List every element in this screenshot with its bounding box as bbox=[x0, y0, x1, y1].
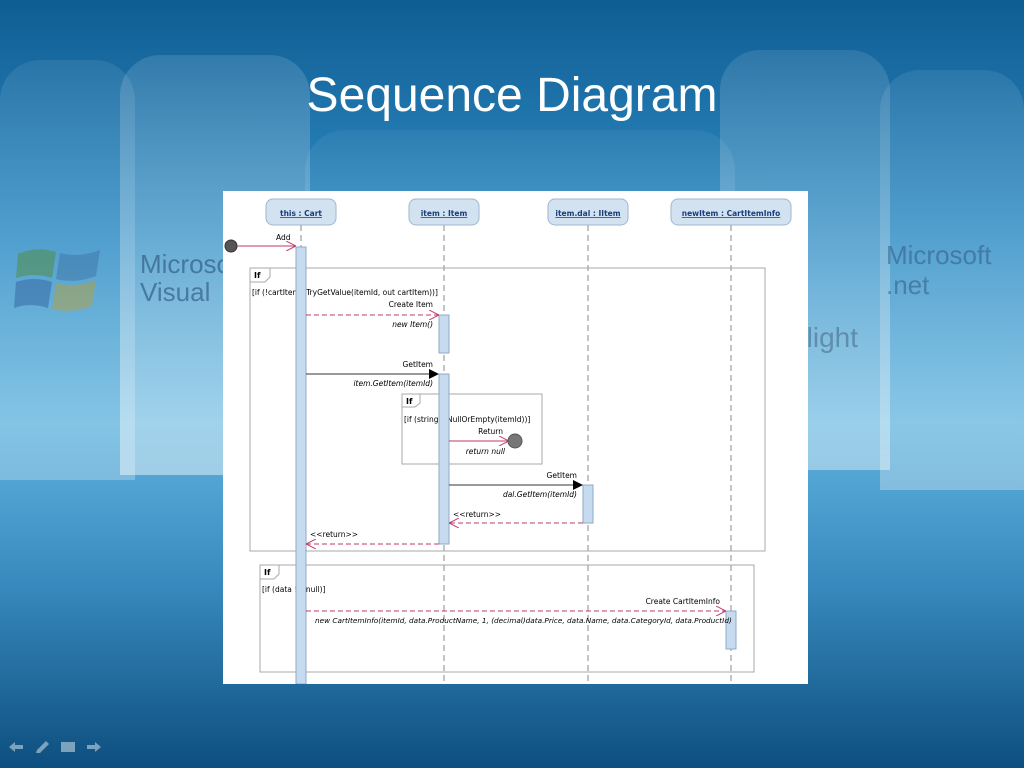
activation-item-1 bbox=[438, 314, 450, 354]
slide-nav bbox=[8, 740, 102, 756]
forward-icon[interactable] bbox=[86, 740, 102, 754]
menu-icon[interactable] bbox=[60, 740, 76, 754]
activation-cartiteminfo bbox=[725, 610, 737, 650]
fragment-outer-if bbox=[249, 267, 766, 552]
lifeline-label-cartiteminfo: newItem : CartItemInfo bbox=[682, 209, 781, 218]
message-add-label: Add bbox=[276, 233, 291, 242]
back-icon[interactable] bbox=[8, 740, 24, 754]
fragment-inner-if-label: If bbox=[406, 397, 413, 406]
fragment-outer-if-label: If bbox=[254, 271, 261, 280]
message-get-item-2-label: GetItem bbox=[547, 471, 577, 480]
fragment-inner-if bbox=[401, 393, 543, 465]
activation-dal bbox=[582, 484, 594, 524]
lifeline-head-item: item : Item bbox=[408, 198, 480, 226]
fragment-bottom-if bbox=[259, 564, 755, 673]
fragment-outer-guard: [if (!cartItems.TryGetValue(itemId, out … bbox=[252, 288, 438, 297]
message-new-cart-item-info-label: new CartItemInfo(itemId, data.ProductNam… bbox=[315, 616, 732, 625]
slide-title: Sequence Diagram bbox=[306, 69, 718, 122]
lifeline-head-cartiteminfo: newItem : CartItemInfo bbox=[670, 198, 792, 226]
fragment-bottom-if-label: If bbox=[264, 568, 271, 577]
background-panel-right-2 bbox=[880, 70, 1024, 490]
fragment-inner-guard: [if (string.IsNullOrEmpty(itemId))] bbox=[404, 415, 530, 424]
end-node bbox=[507, 433, 523, 449]
start-node bbox=[224, 239, 238, 253]
activation-cart bbox=[295, 246, 307, 684]
message-item-get-item-label: item.GetItem(itemId) bbox=[353, 379, 433, 388]
message-return-inner-label: <<return>> bbox=[453, 510, 501, 519]
message-dal-get-item-label: dal.GetItem(itemId) bbox=[503, 490, 577, 499]
lifeline-label-item: item : Item bbox=[421, 209, 468, 218]
background-text-right: Microsoft .net bbox=[886, 240, 992, 300]
lifeline-label-cart: this : Cart bbox=[280, 209, 322, 218]
message-new-item-label: new Item() bbox=[392, 320, 433, 329]
message-create-cart-item-info-label: Create CartItemInfo bbox=[646, 597, 721, 606]
message-return-outer-label: <<return>> bbox=[310, 530, 358, 539]
activation-item-2 bbox=[438, 373, 450, 545]
lifeline-head-dal: item.dal : IItem bbox=[547, 198, 629, 226]
background-text-mid: Silverlight bbox=[808, 322, 858, 353]
fragment-bottom-guard: [if (data != null)] bbox=[262, 585, 326, 594]
windows-logo-icon bbox=[14, 244, 104, 316]
lifeline-head-cart: this : Cart bbox=[265, 198, 337, 226]
pen-icon[interactable] bbox=[34, 740, 50, 754]
message-return-null-label: return null bbox=[466, 447, 506, 456]
sequence-diagram: If [if (!cartItems.TryGetValue(itemId, o… bbox=[223, 191, 808, 684]
message-return-label: Return bbox=[478, 427, 503, 436]
background-text-left: Microsoft Visual bbox=[140, 250, 230, 306]
message-get-item-1-label: GetItem bbox=[403, 360, 433, 369]
message-create-item-label: Create Item bbox=[389, 300, 433, 309]
lifeline-label-dal: item.dal : IItem bbox=[555, 209, 620, 218]
